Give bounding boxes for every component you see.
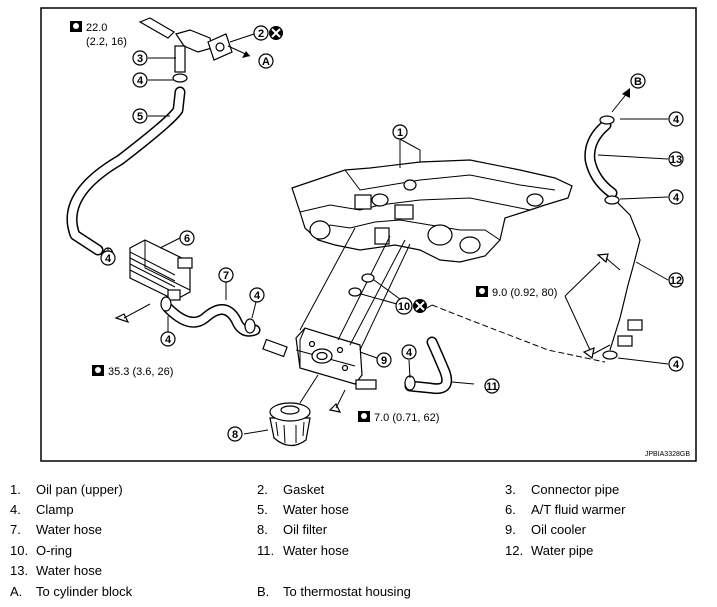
torque-spec-1: 22.0 (2.2, 16) [70,21,127,48]
svg-text:7.0 (0.71, 62): 7.0 (0.71, 62) [374,412,439,424]
svg-text:7: 7 [223,270,229,282]
legend-item: B.To thermostat housing [257,584,411,599]
svg-text:5: 5 [137,111,143,123]
callout-4g: 4 [668,189,684,205]
svg-text:4: 4 [673,114,680,126]
svg-text:8: 8 [232,429,238,441]
arrow-to-cylinder-block-icon [227,45,251,58]
svg-text:B: B [634,76,642,88]
legend-item: 13.Water hose [10,563,102,578]
figure-code: JPBIA3328GB [645,451,690,458]
svg-text:A: A [262,56,270,68]
svg-text:9: 9 [381,355,387,367]
svg-text:6: 6 [184,233,190,245]
callout-2: 2 [253,25,269,41]
callout-4e: 4 [401,344,417,360]
assembly-guide-lines [299,227,411,351]
svg-text:12: 12 [670,275,682,287]
torque-spec-4: 7.0 (0.71, 62) [358,411,439,424]
legend-item: 8.Oil filter [257,522,328,537]
legend-item: 5.Water hose [257,502,349,517]
legend-item: 3.Connector pipe [505,482,620,497]
oil-cooler [295,327,363,385]
svg-text:13: 13 [670,154,682,166]
fittings [114,303,377,413]
gasket [207,33,233,61]
callout-3: 3 [132,50,148,66]
svg-text:4: 4 [673,192,680,204]
svg-text:4: 4 [673,359,680,371]
callout-4f: 4 [668,111,684,127]
legend-item: 7.Water hose [10,522,102,537]
callout-7: 7 [218,267,234,283]
svg-text:1: 1 [397,127,403,139]
legend-item: 10.O-ring [10,543,73,558]
callout-4b: 4 [100,250,116,266]
callout-b: B [630,73,646,89]
legend-item: 1.Oil pan (upper) [10,482,123,497]
svg-text:11: 11 [486,381,498,393]
svg-text:4: 4 [254,290,261,302]
legend-item: 6.A/T fluid warmer [505,502,626,517]
callout-4c: 4 [160,331,176,347]
svg-text:4: 4 [165,334,172,346]
exploded-parts-diagram: 1 2 3 4 5 6 7 4 4 4 9 4 10 11 8 4 13 4 1… [40,7,697,462]
oil-filter-guide [299,374,319,404]
no-reuse-icon [269,26,283,40]
legend-item: 4.Clamp [10,502,74,517]
legend-item: A.To cylinder block [10,584,133,599]
legend-item: 11.Water hose [257,543,349,558]
legend-item: 9.Oil cooler [505,522,586,537]
torque-spec-3: 9.0 (0.92, 80) [476,286,557,299]
o-rings [348,273,405,307]
callout-4h: 4 [668,356,684,372]
callout-4: 4 [132,72,148,88]
svg-text:22.0: 22.0 [86,22,107,34]
legend-item: 12.Water pipe [505,543,594,558]
torque-spec-2: 35.3 (3.6, 26) [92,365,173,378]
callout-13: 13 [668,151,684,167]
svg-text:35.3 (3.6, 26): 35.3 (3.6, 26) [108,366,173,378]
diagram-frame [40,7,697,462]
at-fluid-warmer [129,239,193,301]
hose-routing-dashed-line [431,304,606,363]
callout-a: A [258,53,274,69]
oil-filter [269,402,311,447]
svg-text:10: 10 [398,301,410,313]
svg-text:4: 4 [105,253,112,265]
callout-12: 12 [668,272,684,288]
callout-8: 8 [227,426,243,442]
no-reuse-icon [413,299,427,313]
water-pipe [609,199,643,351]
svg-text:4: 4 [137,75,144,87]
svg-text:3: 3 [137,53,143,65]
callout-11: 11 [484,378,500,394]
oil-pan-upper [291,137,573,263]
callout-4d: 4 [249,287,265,303]
leader-lines [107,32,669,435]
legend-item: 2.Gasket [257,482,325,497]
svg-text:2: 2 [258,28,264,40]
connector-pipe [138,17,213,73]
svg-text:9.0 (0.92, 80): 9.0 (0.92, 80) [492,287,557,299]
callout-6: 6 [179,230,195,246]
svg-text:4: 4 [406,347,413,359]
callout-5: 5 [132,108,148,124]
water-pipe-bolts [582,253,621,360]
arrow-to-thermostat-housing-icon [611,88,630,113]
callout-10: 10 [395,297,413,315]
callout-9: 9 [376,352,392,368]
svg-text:(2.2, 16): (2.2, 16) [86,36,127,48]
callout-1: 1 [392,124,408,140]
